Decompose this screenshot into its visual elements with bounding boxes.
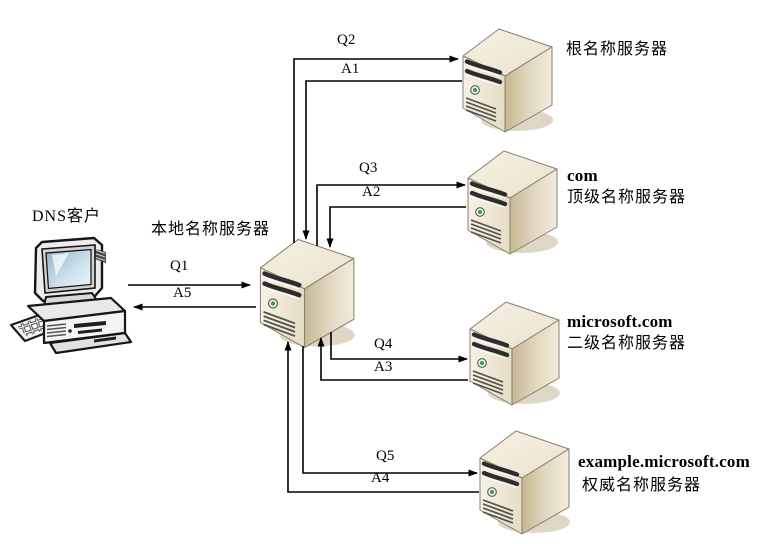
q2-arrow [293,55,459,243]
q2-label: Q2 [337,32,356,48]
microsoft-com-server-icon [470,302,560,405]
a3-label: A3 [374,359,393,375]
root-server-label: 根名称服务器 [566,41,669,58]
a4-arrow [284,341,479,493]
example-authoritative-server-icon [480,431,570,534]
a1-arrow [302,80,462,240]
microsoft-server-label: 二级名称服务器 [567,335,687,352]
a3-arrow [317,337,468,381]
monitor-icon [33,236,106,308]
a2-label: A2 [362,184,381,200]
q3-arrow [316,181,466,246]
q5-arrow [302,346,478,477]
q4-arrow [330,332,468,363]
q5-label: Q5 [376,448,395,464]
q4-label: Q4 [374,336,393,352]
desktop-case-icon [26,296,133,355]
com-server-name: com [567,166,598,185]
microsoft-server-name: microsoft.com [567,312,673,331]
com-server-label: 顶级名称服务器 [567,189,687,206]
a5-label: A5 [173,285,192,301]
local-server-label: 本地名称服务器 [151,221,271,238]
local-name-server-icon [260,239,355,347]
a1-label: A1 [341,61,360,77]
dns-client-computer-icon [9,236,133,355]
q1-label: Q1 [170,258,189,274]
client-label: DNS客户 [32,208,102,225]
message-arrows [128,55,479,493]
root-name-server-icon [463,29,553,132]
com-tld-server-icon [468,151,558,254]
example-server-name: example.microsoft.com [578,452,750,471]
a4-label: A4 [371,470,390,486]
example-server-label: 权威名称服务器 [582,477,702,494]
a2-arrow [326,206,466,248]
q3-label: Q3 [359,160,378,176]
